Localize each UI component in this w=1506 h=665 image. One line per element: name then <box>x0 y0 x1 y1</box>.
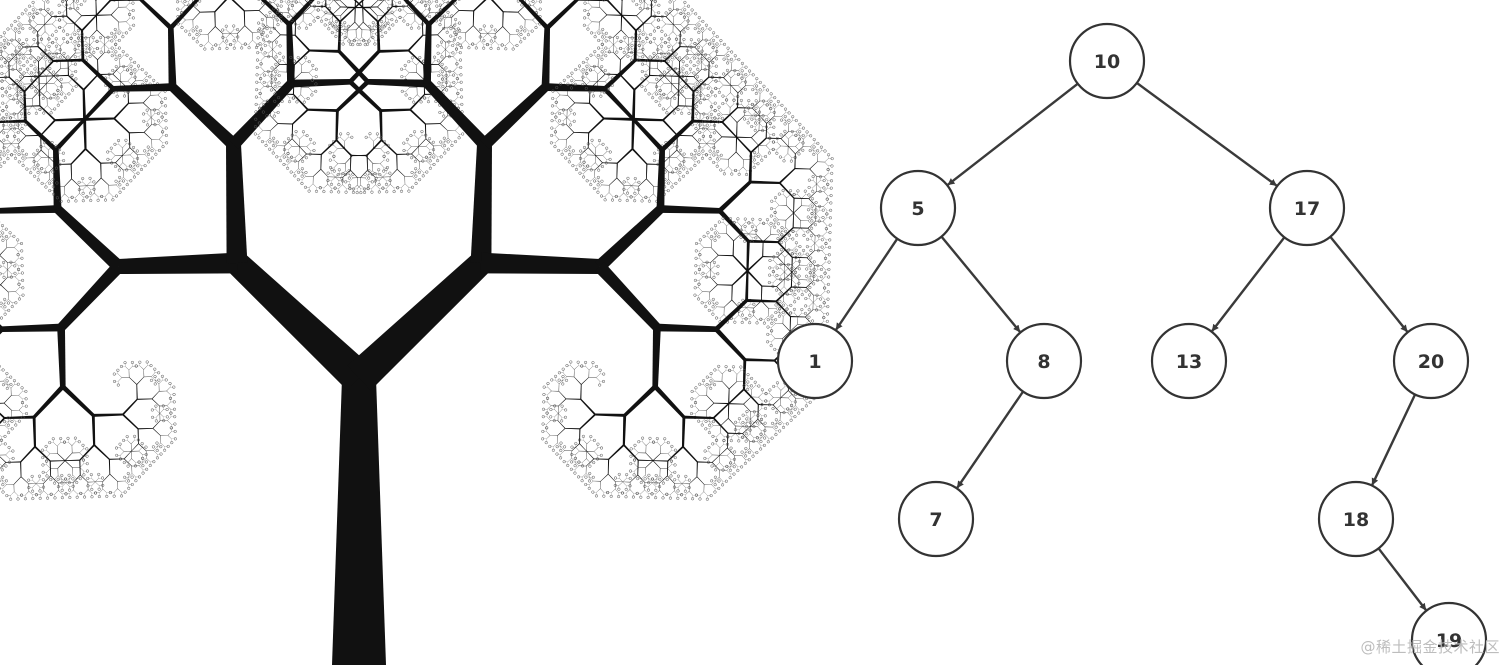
node-label: 18 <box>1343 509 1369 531</box>
tree-node-20: 20 <box>1392 322 1470 400</box>
edge-n5-n8 <box>940 235 1021 333</box>
node-label: 1 <box>808 351 821 373</box>
fractal-tree <box>0 0 834 665</box>
node-label: 13 <box>1176 351 1202 373</box>
node-circle <box>1392 322 1470 400</box>
edge-n5-n1 <box>835 238 899 331</box>
node-label: 8 <box>1037 351 1050 373</box>
node-circle <box>1150 322 1228 400</box>
edge-n10-n17 <box>1136 81 1278 187</box>
node-circle <box>897 480 975 558</box>
tree-node-10: 10 <box>1068 22 1146 100</box>
node-circle <box>1068 22 1146 100</box>
node-label: 7 <box>929 509 942 531</box>
tree-node-18: 18 <box>1317 480 1395 558</box>
node-circle <box>1005 322 1083 400</box>
node-circle <box>1268 169 1346 247</box>
watermark-text: @稀土掘金技术社区 <box>1360 638 1500 656</box>
edge-n17-n20 <box>1329 235 1409 333</box>
node-circle <box>776 322 854 400</box>
node-circle <box>1317 480 1395 558</box>
tree-node-7: 7 <box>897 480 975 558</box>
node-circle <box>879 169 957 247</box>
edge-n8-n7 <box>956 390 1025 489</box>
edge-n17-n13 <box>1211 236 1286 332</box>
tree-node-8: 8 <box>1005 322 1083 400</box>
node-label: 17 <box>1294 198 1320 220</box>
edge-n18-n19 <box>1377 547 1427 611</box>
tree-node-13: 13 <box>1150 322 1228 400</box>
node-circle <box>1410 601 1488 665</box>
node-label: 10 <box>1094 51 1120 73</box>
tree-node-17: 17 <box>1268 169 1346 247</box>
tree-node-19: 19 <box>1410 601 1488 665</box>
binary-tree-edges <box>835 81 1427 611</box>
node-label: 20 <box>1418 351 1444 373</box>
edge-n10-n5 <box>947 82 1079 186</box>
edge-n20-n18 <box>1371 393 1417 486</box>
tree-node-5: 5 <box>879 169 957 247</box>
node-label: 19 <box>1436 630 1462 652</box>
tree-node-1: 1 <box>776 322 854 400</box>
node-label: 5 <box>911 198 924 220</box>
